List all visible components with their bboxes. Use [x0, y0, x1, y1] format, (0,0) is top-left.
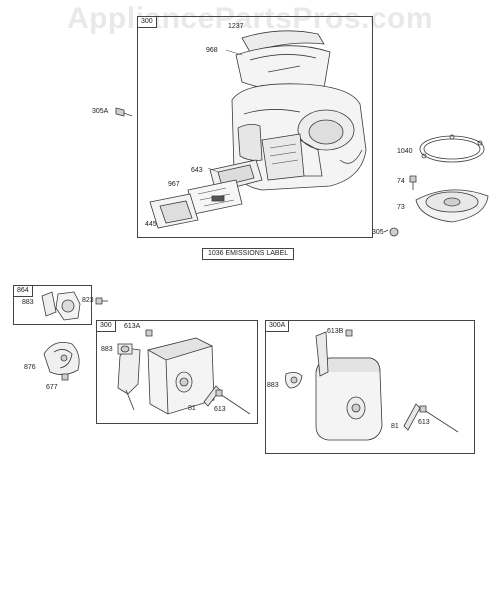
bolt-613-b [419, 405, 459, 433]
part-1040: 1040 [397, 148, 413, 155]
group-300-frame [96, 320, 258, 424]
part-81-a: 81 [188, 405, 196, 412]
screw-823 [95, 297, 108, 305]
screw-613b [345, 329, 353, 337]
group-300a-tag: 300A [266, 321, 290, 332]
screw-74 [409, 175, 417, 190]
screw-305 [383, 227, 399, 237]
part-677: 677 [46, 384, 58, 391]
muffler-300a [285, 331, 383, 441]
main-assembly-frame [137, 16, 373, 238]
blower-cover-top [225, 30, 331, 92]
flange-864 [41, 291, 81, 321]
part-1237: 1237 [228, 23, 244, 30]
main-assembly-tag: 300 [138, 17, 157, 28]
part-967: 967 [168, 181, 180, 188]
part-445: 445 [145, 221, 157, 228]
part-81-b: 81 [391, 423, 399, 430]
screen-73 [415, 189, 489, 223]
plate-445 [149, 193, 199, 229]
ring-1040 [419, 134, 485, 163]
emissions-label: 1036 EMISSIONS LABEL [202, 248, 295, 260]
watermark: AppliancePartsPros.com [66, 2, 434, 35]
screw-677 [61, 373, 69, 381]
part-305a: 305A [92, 108, 109, 115]
part-883-b: 883 [101, 346, 113, 353]
part-305: 305 [372, 229, 384, 236]
part-823: 823 [82, 297, 94, 304]
group-864-frame [13, 285, 92, 325]
part-613-b: 613 [418, 419, 430, 426]
bolt-613-a [215, 389, 251, 415]
muffler-300 [117, 337, 215, 415]
screw-613a [145, 329, 153, 337]
label-plate-967 [187, 179, 243, 215]
part-883-c: 883 [267, 382, 279, 389]
part-968: 968 [206, 47, 218, 54]
part-883-a: 883 [22, 299, 34, 306]
group-300a-frame [265, 320, 475, 454]
screw-305a [115, 107, 133, 117]
guard-876 [43, 341, 80, 375]
blower-housing [231, 83, 367, 191]
part-643: 643 [191, 167, 203, 174]
part-613b: 613B [327, 328, 344, 335]
part-876: 876 [24, 364, 36, 371]
part-613-a: 613 [214, 406, 226, 413]
part-613a: 613A [124, 323, 141, 330]
group-864-tag: 864 [14, 286, 33, 297]
group-300-tag: 300 [97, 321, 116, 332]
part-74: 74 [397, 178, 405, 185]
part-73: 73 [397, 204, 405, 211]
